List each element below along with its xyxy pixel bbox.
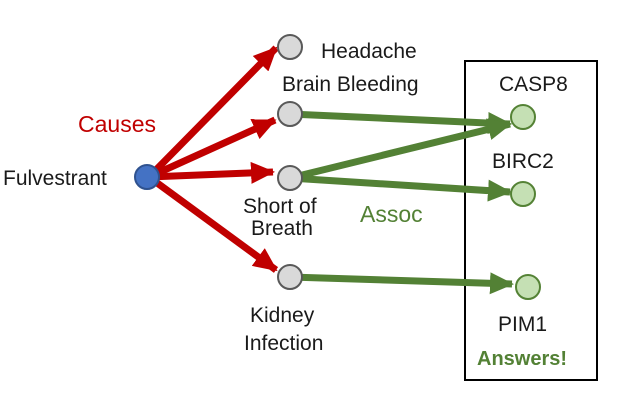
side-effect-label-short-of-breath-line1: Short of <box>243 195 317 218</box>
side-effect-label-kidney-infection-line2: Infection <box>244 332 323 355</box>
edge-kidney-infection-pim1 <box>289 272 514 295</box>
causes-edges <box>146 45 279 273</box>
edge-drug-headache <box>146 45 279 180</box>
side-effect-node-headache[interactable] <box>277 34 303 60</box>
drug-label: Fulvestrant <box>3 167 107 190</box>
answers-box <box>464 60 598 381</box>
side-effect-node-short-of-breath[interactable] <box>277 165 303 191</box>
assoc-edges <box>289 110 514 295</box>
target-label-birc2: BIRC2 <box>492 150 554 173</box>
side-effect-node-kidney-infection[interactable] <box>277 264 303 290</box>
edge-drug-kidney-infection <box>146 174 279 273</box>
side-effect-label-kidney-infection-line1: Kidney <box>250 304 315 327</box>
causes-label: Causes <box>78 111 156 137</box>
side-effect-label-brain-bleeding: Brain Bleeding <box>282 73 419 96</box>
side-effect-label-short-of-breath-line2: Breath <box>251 217 313 240</box>
target-node-pim1[interactable] <box>515 274 541 300</box>
edge-short-of-breath-birc2 <box>289 174 512 202</box>
side-effect-label-headache: Headache <box>321 40 417 63</box>
answers-label: Answers! <box>477 348 567 370</box>
edge-drug-brain-bleeding <box>147 116 277 181</box>
edge-brain-bleeding-casp8 <box>289 110 512 134</box>
target-label-pim1: PIM1 <box>498 313 547 336</box>
assoc-label: Assoc <box>360 201 423 227</box>
edge-short-of-breath-casp8 <box>289 118 512 182</box>
edge-drug-short-of-breath <box>148 161 275 184</box>
target-label-casp8: CASP8 <box>499 73 568 96</box>
side-effect-node-brain-bleeding[interactable] <box>277 101 303 127</box>
target-node-casp8[interactable] <box>510 104 536 130</box>
target-node-birc2[interactable] <box>510 181 536 207</box>
drug-node[interactable] <box>134 164 160 190</box>
